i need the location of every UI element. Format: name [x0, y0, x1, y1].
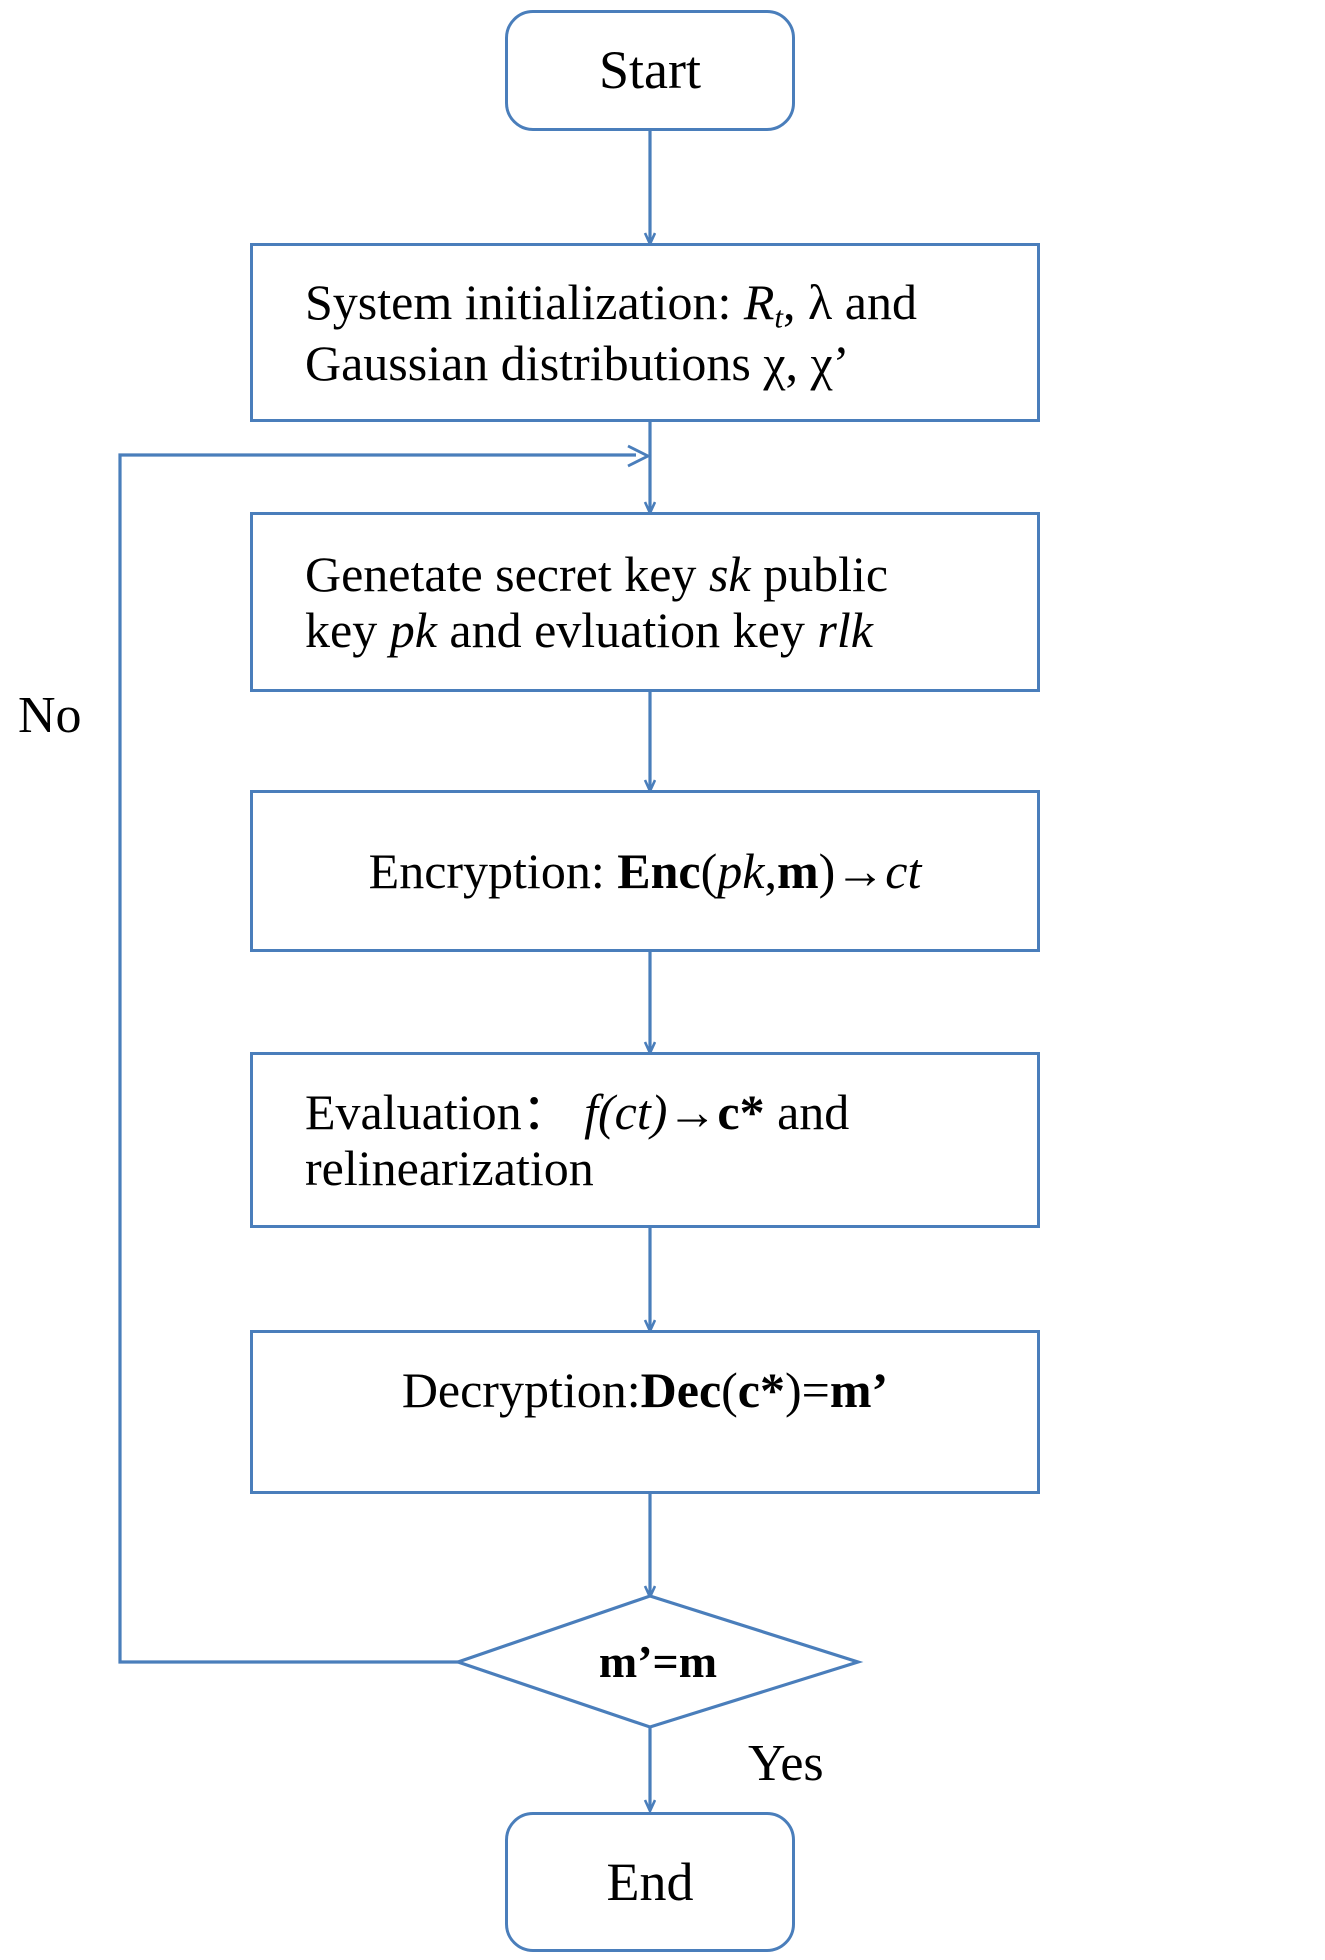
eval-line1-b: and — [764, 1084, 850, 1140]
keygen-pk: pk — [389, 602, 437, 658]
dec-bold-Dec: Dec — [640, 1362, 722, 1418]
enc-c: , — [764, 843, 777, 899]
eval-arrow: → — [667, 1084, 718, 1140]
enc-bold-m: m — [776, 843, 819, 899]
keygen-line2-b: and evluation key — [436, 602, 818, 658]
enc-d: )→ — [818, 843, 886, 899]
node-encryption[interactable]: Encryption: Enc(pk,m)→ct — [250, 790, 1040, 952]
keygen-line1: Genetate secret key sk public — [305, 546, 888, 602]
edge-label-no: No — [18, 687, 82, 744]
dec-a: Decryption: — [401, 1362, 641, 1418]
init-line1: System initialization: Rt, λ and — [305, 273, 917, 335]
init-line1-a: System initialization: — [305, 273, 744, 330]
enc-bold-Enc: Enc — [617, 843, 701, 899]
keygen-line2: key pk and evluation key rlk — [305, 602, 873, 658]
eval-f-ct: f(ct) — [584, 1084, 668, 1140]
keygen-sk: sk — [708, 546, 751, 602]
node-key-generation-text: Genetate secret key sk public key pk and… — [295, 546, 898, 658]
dec-mprime: m’ — [829, 1362, 889, 1418]
node-end-label: End — [606, 1851, 694, 1912]
enc-ct: ct — [885, 843, 922, 899]
node-system-initialization[interactable]: System initialization: Rt, λ and Gaussia… — [250, 243, 1040, 422]
enc-a: Encryption: — [368, 843, 618, 899]
node-decision-label-wrap: m’=m — [458, 1596, 858, 1727]
edge-label-yes: Yes — [748, 1735, 824, 1792]
node-decision-label: m’=m — [598, 1636, 718, 1687]
keygen-line1-b: public — [750, 546, 889, 602]
keygen-line2-a: key — [305, 602, 390, 658]
node-evaluation[interactable]: Evaluation： f(ct)→c* and relinearization — [250, 1052, 1040, 1228]
enc-b: ( — [700, 843, 718, 899]
node-encryption-text: Encryption: Enc(pk,m)→ct — [359, 843, 932, 899]
eval-cstar: c* — [717, 1084, 765, 1140]
dec-cstar: c* — [737, 1362, 785, 1418]
dec-b: ( — [721, 1362, 738, 1418]
init-sub-t: t — [774, 299, 784, 335]
dec-c: )= — [785, 1362, 830, 1418]
keygen-line1-a: Genetate secret key — [305, 546, 709, 602]
node-decision[interactable]: m’=m — [458, 1596, 858, 1727]
node-system-initialization-text: System initialization: Rt, λ and Gaussia… — [295, 274, 927, 391]
node-decryption[interactable]: Decryption:Dec(c*)=m’ — [250, 1330, 1040, 1494]
node-start[interactable]: Start — [505, 10, 795, 131]
node-decryption-text: Decryption:Dec(c*)=m’ — [392, 1362, 898, 1418]
edge-feedback-arrowhead — [627, 444, 652, 468]
keygen-rlk: rlk — [817, 602, 873, 658]
eval-line1-a: Evaluation： — [305, 1084, 585, 1140]
eval-line1: Evaluation： f(ct)→c* and — [305, 1084, 849, 1140]
node-end[interactable]: End — [505, 1812, 795, 1952]
node-key-generation[interactable]: Genetate secret key sk public key pk and… — [250, 512, 1040, 692]
node-start-label: Start — [599, 40, 701, 101]
init-line1-b: , λ and — [783, 273, 917, 330]
node-evaluation-text: Evaluation： f(ct)→c* and relinearization — [295, 1084, 859, 1196]
eval-line2: relinearization — [305, 1140, 594, 1196]
enc-pk: pk — [717, 843, 765, 899]
init-var-R: R — [743, 273, 775, 330]
init-line2: Gaussian distributions χ, χ’ — [305, 335, 850, 392]
